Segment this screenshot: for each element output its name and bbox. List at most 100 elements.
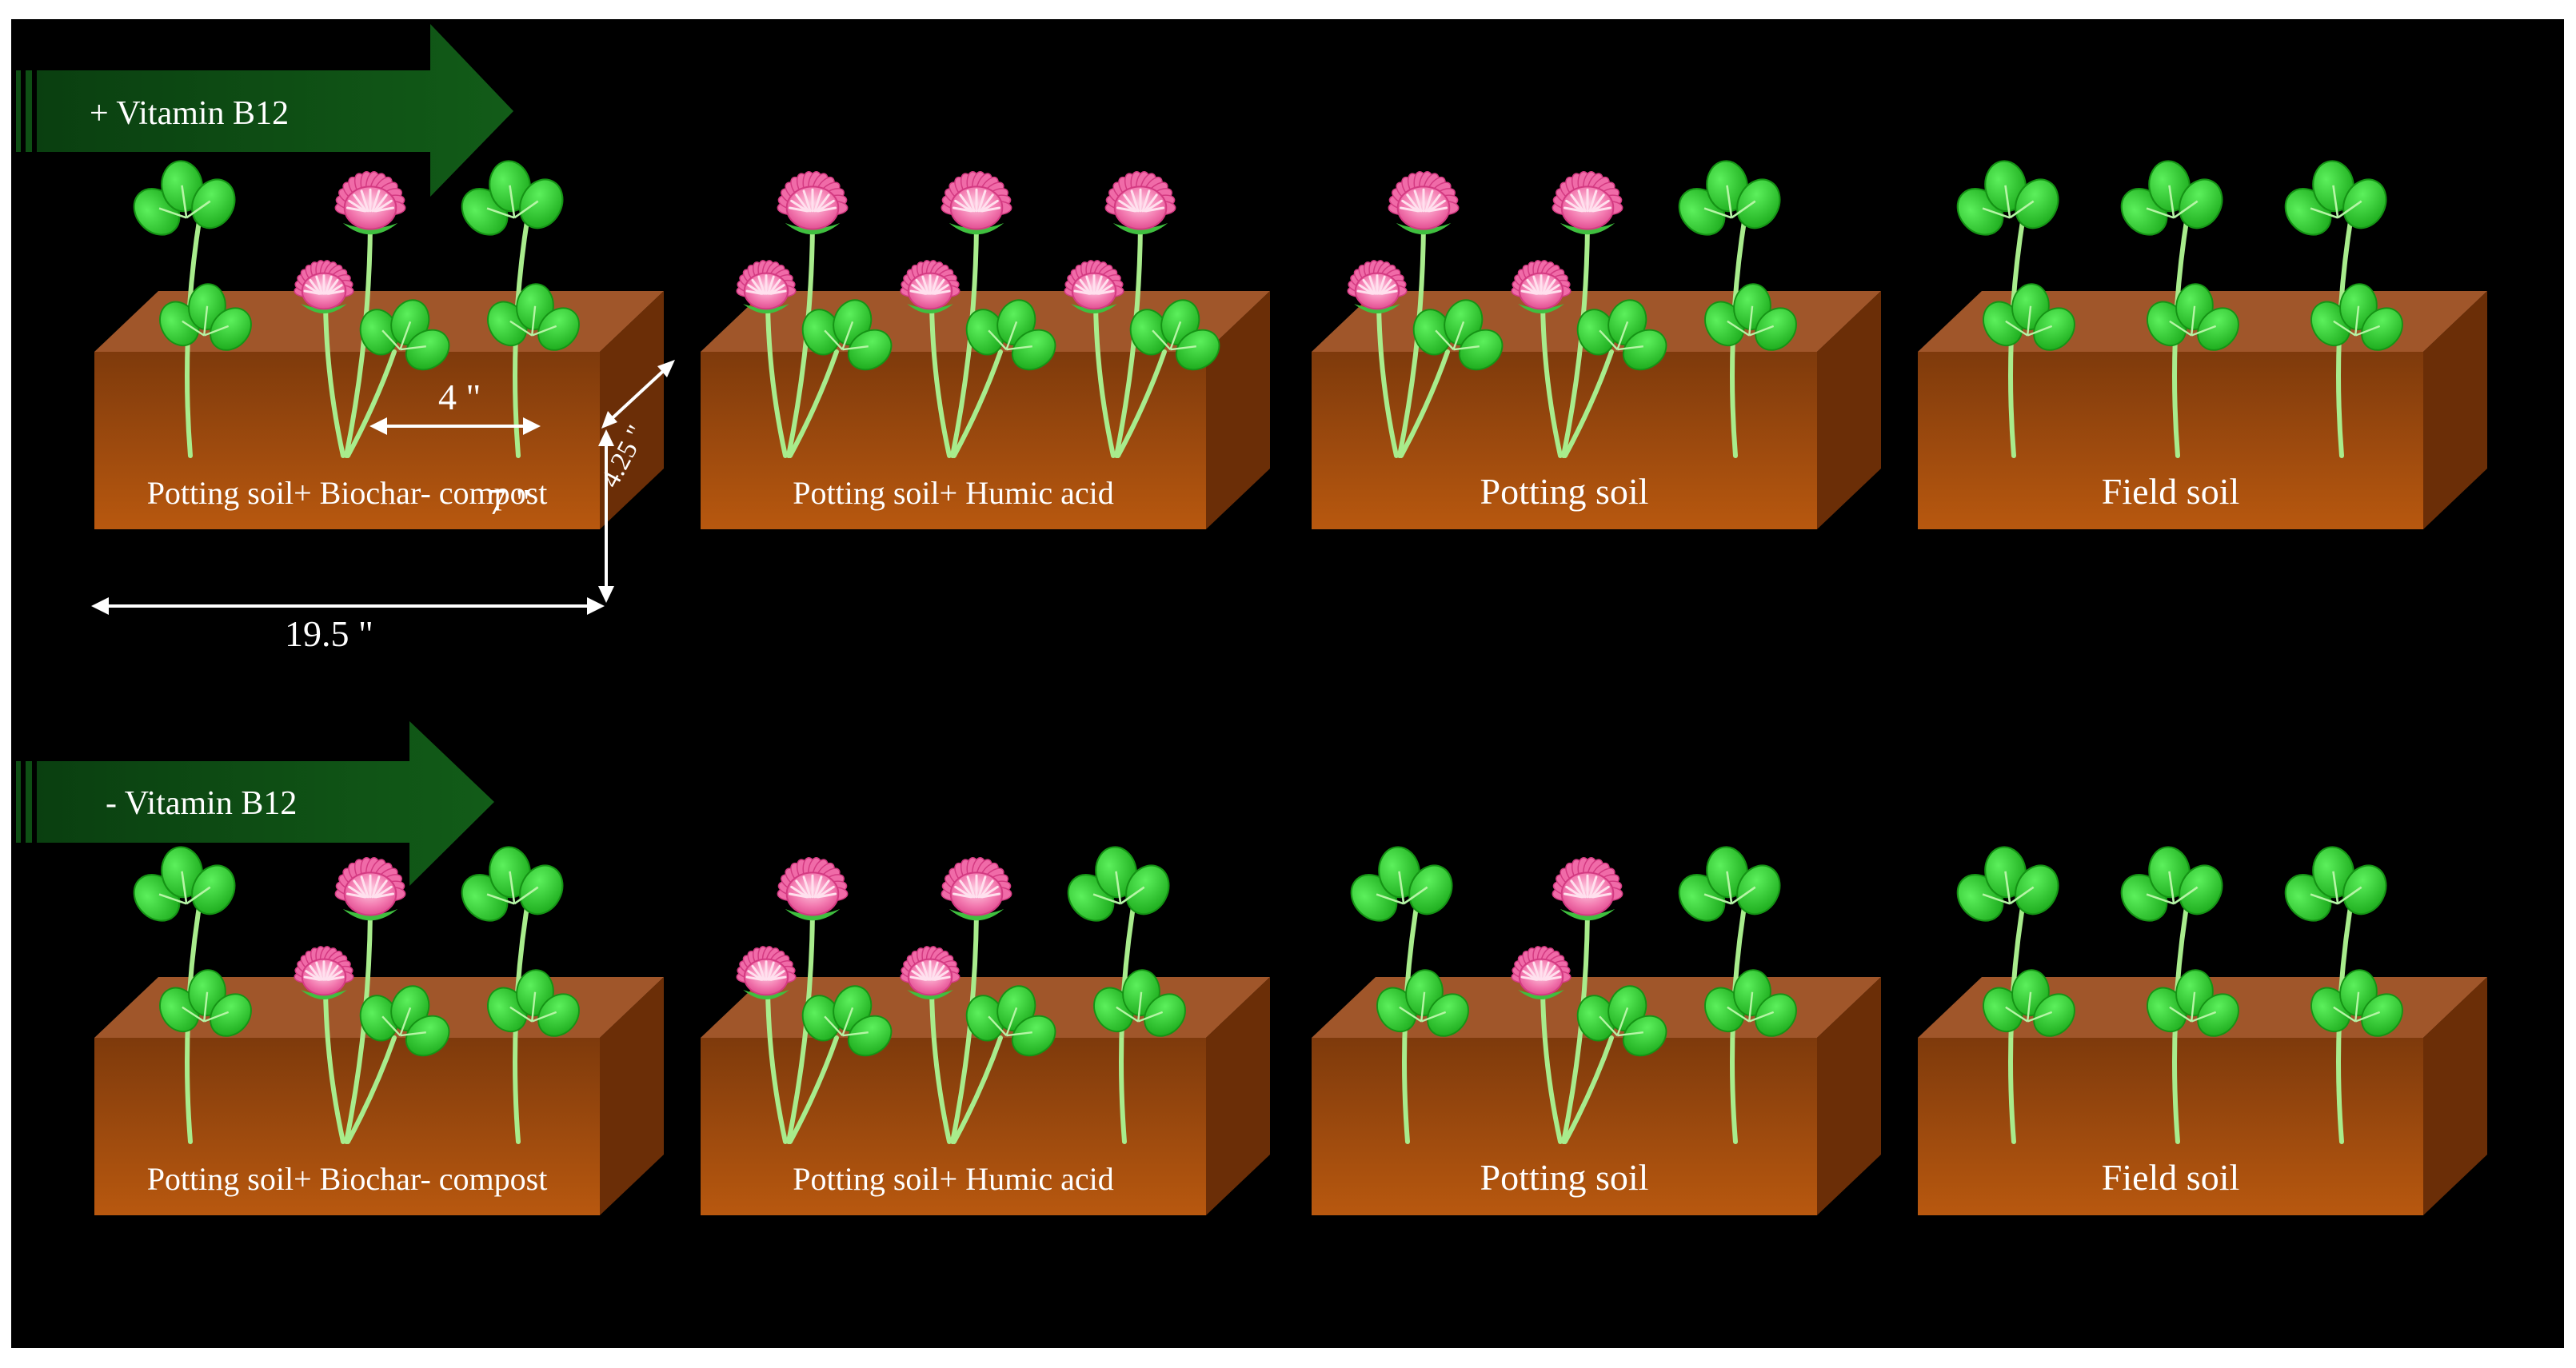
stem — [1399, 349, 1450, 458]
arrow-plus-vitamin: + Vitamin B12 — [16, 24, 513, 197]
stem — [788, 1035, 839, 1144]
arrow-label: + Vitamin B12 — [90, 95, 289, 132]
leaf-icon — [2179, 178, 2223, 229]
clover-flower-icon — [334, 856, 406, 921]
leaflet-cluster — [2120, 846, 2223, 922]
plant-group — [1350, 846, 1797, 1144]
leaflet-cluster — [1983, 283, 2075, 351]
clover-flower-icon — [1552, 856, 1623, 921]
leaflet-cluster — [2284, 846, 2387, 922]
leaflet-cluster — [801, 299, 893, 371]
leaf-icon — [210, 307, 252, 351]
soil-box: Field soil — [1918, 846, 2487, 1215]
clover-flower-icon — [900, 946, 961, 999]
clover-flower-icon — [1511, 260, 1572, 313]
leaflet-cluster — [2310, 969, 2403, 1037]
leaf-icon — [1736, 178, 1781, 229]
leaflet-cluster — [159, 969, 252, 1037]
stem — [345, 349, 397, 458]
soil-box-label: Potting soil — [1480, 1157, 1649, 1198]
leaf-icon — [519, 864, 564, 915]
clover-flower-icon — [1347, 260, 1408, 313]
plant-group — [133, 160, 580, 458]
stem — [1093, 300, 1116, 458]
leaf-icon — [1011, 329, 1056, 371]
plant-group — [736, 846, 1186, 1144]
clover-flower-icon — [1064, 260, 1124, 313]
leaf-icon — [2015, 178, 2059, 229]
leaf-icon — [2179, 864, 2223, 915]
soil-box: Potting soil+ Biochar- compost — [94, 160, 664, 529]
stem — [345, 1035, 397, 1144]
leaflet-cluster — [1704, 283, 1797, 351]
leaf-icon — [2033, 993, 2075, 1037]
clover-flower-icon — [736, 260, 797, 313]
leaflet-cluster — [1956, 160, 2059, 236]
leaf-icon — [2361, 993, 2403, 1037]
clover-flower-icon — [1388, 170, 1460, 235]
stem — [1540, 300, 1563, 458]
plant-group — [1956, 160, 2403, 458]
clover-flower-icon — [1552, 170, 1623, 235]
clover-flower-icon — [294, 260, 354, 313]
soil-box-side — [600, 977, 664, 1215]
stem — [765, 986, 788, 1144]
clover-flower-icon — [294, 946, 354, 999]
leaf-icon — [1755, 307, 1797, 351]
leaflet-cluster — [133, 846, 236, 922]
leaflet-cluster — [1376, 969, 1469, 1037]
leaflet-cluster — [965, 985, 1056, 1057]
plant-group — [1956, 846, 2403, 1144]
stem — [929, 986, 952, 1144]
leaf-icon — [405, 329, 450, 371]
soil-box-label: Field soil — [2102, 471, 2240, 512]
soil-box-side — [600, 291, 664, 529]
dimension-annotations — [91, 360, 675, 615]
soil-box-label: Potting soil+ Humic acid — [793, 475, 1113, 511]
leaflet-cluster — [1350, 846, 1453, 922]
leaflet-cluster — [461, 846, 564, 922]
stem — [323, 986, 345, 1144]
soil-box-label: Potting soil+ Humic acid — [793, 1161, 1113, 1197]
leaf-icon — [2015, 864, 2059, 915]
stem — [1540, 986, 1563, 1144]
leaflet-cluster — [133, 160, 236, 236]
stem — [323, 300, 345, 458]
leaflet-cluster — [1678, 160, 1781, 236]
leaflet-cluster — [2310, 283, 2403, 351]
soil-box: Field soil — [1918, 160, 2487, 529]
leaflet-cluster — [359, 299, 450, 371]
soil-box-side — [1817, 291, 1881, 529]
leaf-icon — [1755, 993, 1797, 1037]
leaf-icon — [1622, 329, 1667, 371]
leaflet-cluster — [1129, 299, 1220, 371]
soil-box-label: Potting soil — [1480, 471, 1649, 512]
leaflet-cluster — [2147, 283, 2239, 351]
stem — [952, 1035, 1003, 1144]
soil-box: Potting soil+ Biochar- compost — [94, 846, 664, 1215]
leaflet-cluster — [159, 283, 252, 351]
arrow-label: - Vitamin B12 — [106, 785, 297, 822]
leaf-icon — [1125, 864, 1170, 915]
clover-flower-icon — [900, 260, 961, 313]
leaf-icon — [2197, 993, 2239, 1037]
soil-box: Potting soil+ Humic acid — [701, 846, 1270, 1215]
leaf-icon — [2361, 307, 2403, 351]
soil-box-side — [2423, 291, 2487, 529]
leaf-icon — [1427, 993, 1469, 1037]
soil-box: Potting soil — [1312, 160, 1881, 529]
leaf-icon — [2342, 864, 2387, 915]
leaflet-cluster — [1576, 299, 1667, 371]
leaf-icon — [210, 993, 252, 1037]
leaf-icon — [1736, 864, 1781, 915]
plant-group — [736, 170, 1220, 458]
leaf-icon — [191, 178, 236, 229]
arrow-minus-vitamin: - Vitamin B12 — [16, 721, 494, 886]
soil-box: Potting soil+ Humic acid — [701, 170, 1270, 529]
soil-box-side — [1206, 291, 1270, 529]
soil-box-label: Potting soil+ Biochar- compost — [147, 1161, 548, 1197]
stem — [1376, 300, 1399, 458]
soil-box-label: Potting soil+ Biochar- compost — [147, 475, 548, 511]
leaflet-cluster — [1412, 299, 1504, 371]
